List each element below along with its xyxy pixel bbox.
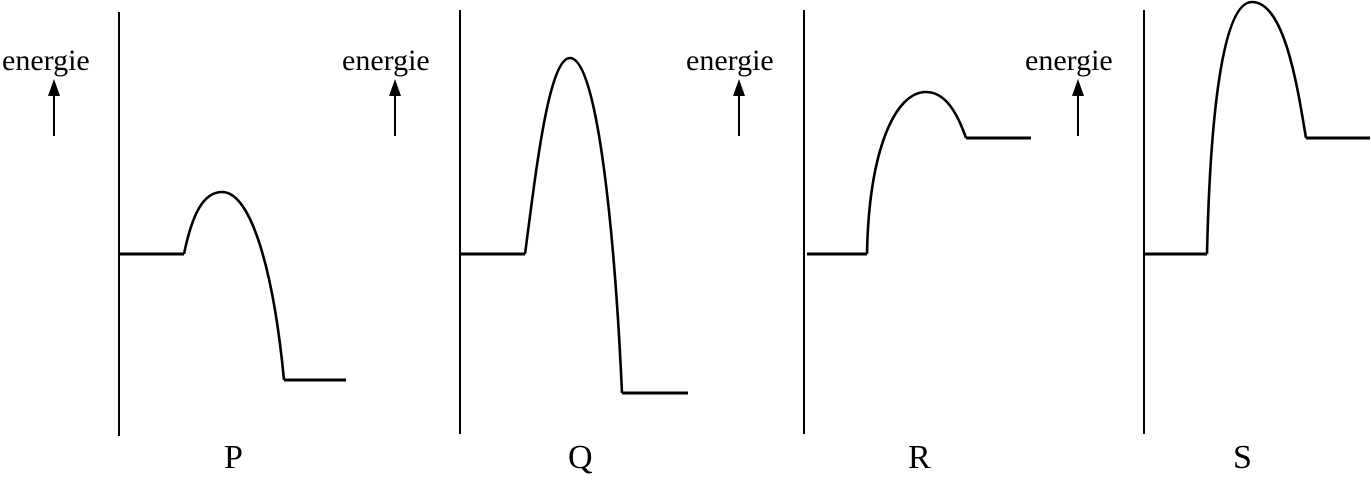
energy-arrow-head (733, 79, 745, 96)
panel-p: energie P (2, 12, 346, 476)
panel-s: energie S (1025, 0, 1370, 476)
panel-label-p: P (224, 439, 243, 476)
energy-axis-label: energie (342, 44, 430, 77)
panel-label-r: R (908, 439, 931, 476)
panel-label-s: S (1233, 439, 1252, 476)
activation-curve (182, 190, 286, 381)
activation-curve (1205, 0, 1308, 255)
energy-axis-label: energie (686, 44, 774, 77)
panel-r: energie R (686, 10, 1031, 476)
energy-arrow-head (389, 79, 401, 96)
panel-q: energie Q (342, 10, 688, 476)
activation-curve (523, 56, 624, 394)
energy-axis-label: energie (2, 44, 90, 77)
activation-curve (865, 90, 968, 255)
energy-axis-label: energie (1025, 44, 1113, 77)
energy-arrow-head (1072, 79, 1084, 96)
panel-label-q: Q (568, 439, 593, 476)
energy-arrow-head (48, 79, 60, 96)
